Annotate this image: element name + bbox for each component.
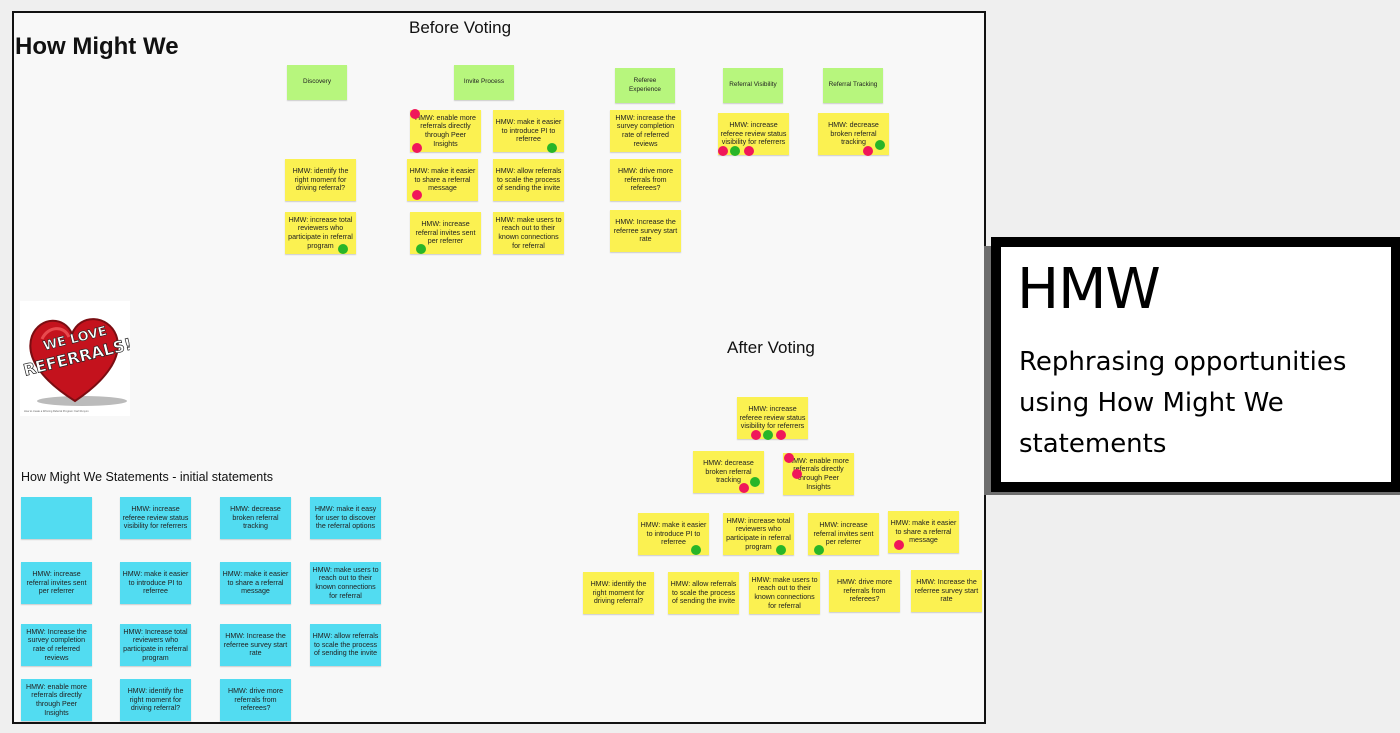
vote-dot-green[interactable] <box>730 146 740 156</box>
sticky-note[interactable]: HMW: make it easier to introduce PI to r… <box>493 110 564 152</box>
sticky-note[interactable]: HMW: make it easier to share a referral … <box>220 562 291 604</box>
sticky-note[interactable]: HMW: increase referee review status visi… <box>120 497 191 539</box>
vote-dot-green[interactable] <box>338 244 348 254</box>
sticky-note[interactable]: HMW: make users to reach out to their kn… <box>749 572 820 614</box>
sticky-note[interactable]: HMW: Increase the referree survey start … <box>610 210 681 252</box>
sticky-note[interactable]: HMW: enable more referrals directly thro… <box>410 110 481 152</box>
category-note-referral-visibility[interactable]: Referral Visibility <box>723 68 783 103</box>
board-title: How Might We <box>15 33 179 60</box>
vote-dot-red[interactable] <box>739 483 749 493</box>
sticky-note[interactable]: HMW: increase referral invites sent per … <box>808 513 879 555</box>
panel-description: Rephrasing opportunities using How Might… <box>1019 347 1347 459</box>
whiteboard: How Might We Before Voting After Voting … <box>12 11 986 724</box>
sticky-note[interactable]: HMW: Increase total reviewers who partic… <box>120 624 191 666</box>
sticky-note[interactable]: HMW: increase referral invites sent per … <box>21 562 92 604</box>
category-note-discovery[interactable]: Discovery <box>287 65 347 100</box>
sticky-note[interactable]: HMW: drive more referrals from referees? <box>829 570 900 612</box>
sticky-note[interactable]: HMW: identify the right moment for drivi… <box>120 679 191 721</box>
sticky-note[interactable]: HMW: increase referral invites sent per … <box>410 212 481 254</box>
sticky-note[interactable]: HMW: allow referrals to scale the proces… <box>493 159 564 201</box>
sticky-note[interactable]: HMW: make users to reach out to their kn… <box>310 562 381 604</box>
hmw-info-panel: HMW Rephrasing opportunities using How M… <box>991 237 1400 492</box>
vote-dot-red[interactable] <box>718 146 728 156</box>
sticky-note[interactable]: HMW: identify the right moment for drivi… <box>583 572 654 614</box>
vote-dot-red[interactable] <box>410 109 420 119</box>
vote-dot-green[interactable] <box>750 477 760 487</box>
after-voting-heading: After Voting <box>727 338 815 357</box>
sticky-note[interactable]: HMW: make users to reach out to their kn… <box>493 212 564 254</box>
sticky-note[interactable]: HMW: drive more referrals from referees? <box>220 679 291 721</box>
vote-dot-green[interactable] <box>547 143 557 153</box>
sticky-note[interactable]: HMW: identify the right moment for drivi… <box>285 159 356 201</box>
vote-dot-green[interactable] <box>814 545 824 555</box>
sticky-note[interactable]: HMW: make it easier to share a referral … <box>407 159 478 201</box>
sticky-note[interactable]: HMW: drive more referrals from referees? <box>610 159 681 201</box>
vote-dot-red[interactable] <box>412 190 422 200</box>
vote-dot-green[interactable] <box>416 244 426 254</box>
sticky-note[interactable]: HMW: decrease broken referral tracking <box>818 113 889 155</box>
vote-dot-red[interactable] <box>894 540 904 550</box>
vote-dot-green[interactable] <box>776 545 786 555</box>
sticky-note[interactable]: HMW: increase the survey completion rate… <box>610 110 681 152</box>
sticky-note[interactable]: HMW: allow referrals to scale the proces… <box>668 572 739 614</box>
vote-dot-red[interactable] <box>784 453 794 463</box>
category-note-referee-experience[interactable]: Referee Experience <box>615 68 675 103</box>
panel-title: HMW <box>1017 257 1161 322</box>
vote-dot-red[interactable] <box>792 469 802 479</box>
heart-logo-icon: WE LOVE REFERRALS! <box>21 318 134 406</box>
sticky-note[interactable]: HMW: Increase the referree survey start … <box>911 570 982 612</box>
sticky-note[interactable]: HMW: make it easy for user to discover t… <box>310 497 381 539</box>
sticky-note[interactable]: HMW: enable more referrals directly thro… <box>21 679 92 721</box>
sticky-note[interactable]: HMW: decrease broken referral tracking <box>220 497 291 539</box>
initial-statements-heading: How Might We Statements - initial statem… <box>21 470 273 484</box>
vote-dot-red[interactable] <box>751 430 761 440</box>
vote-dot-red[interactable] <box>412 143 422 153</box>
vote-dot-red[interactable] <box>744 146 754 156</box>
sticky-note[interactable]: HMW: Increase the survey completion rate… <box>21 624 92 666</box>
logo-caption: How to create a Winning Referral Program… <box>24 410 89 413</box>
vote-dot-green[interactable] <box>763 430 773 440</box>
category-note-referral-tracking[interactable]: Referral Tracking <box>823 68 883 103</box>
sticky-note[interactable]: HMW: Increase the referree survey start … <box>220 624 291 666</box>
sticky-note[interactable]: HMW: allow referrals to scale the proces… <box>310 624 381 666</box>
before-voting-heading: Before Voting <box>409 18 512 37</box>
category-note-invite-process[interactable]: Invite Process <box>454 65 514 100</box>
vote-dot-red[interactable] <box>776 430 786 440</box>
sticky-note[interactable]: HMW: make it easier to introduce PI to r… <box>120 562 191 604</box>
vote-dot-red[interactable] <box>863 146 873 156</box>
vote-dot-green[interactable] <box>691 545 701 555</box>
we-love-referrals-logo: WE LOVE REFERRALS! How to create a Winni… <box>20 301 134 416</box>
vote-dot-green[interactable] <box>875 140 885 150</box>
sticky-note-blank[interactable] <box>21 497 92 539</box>
